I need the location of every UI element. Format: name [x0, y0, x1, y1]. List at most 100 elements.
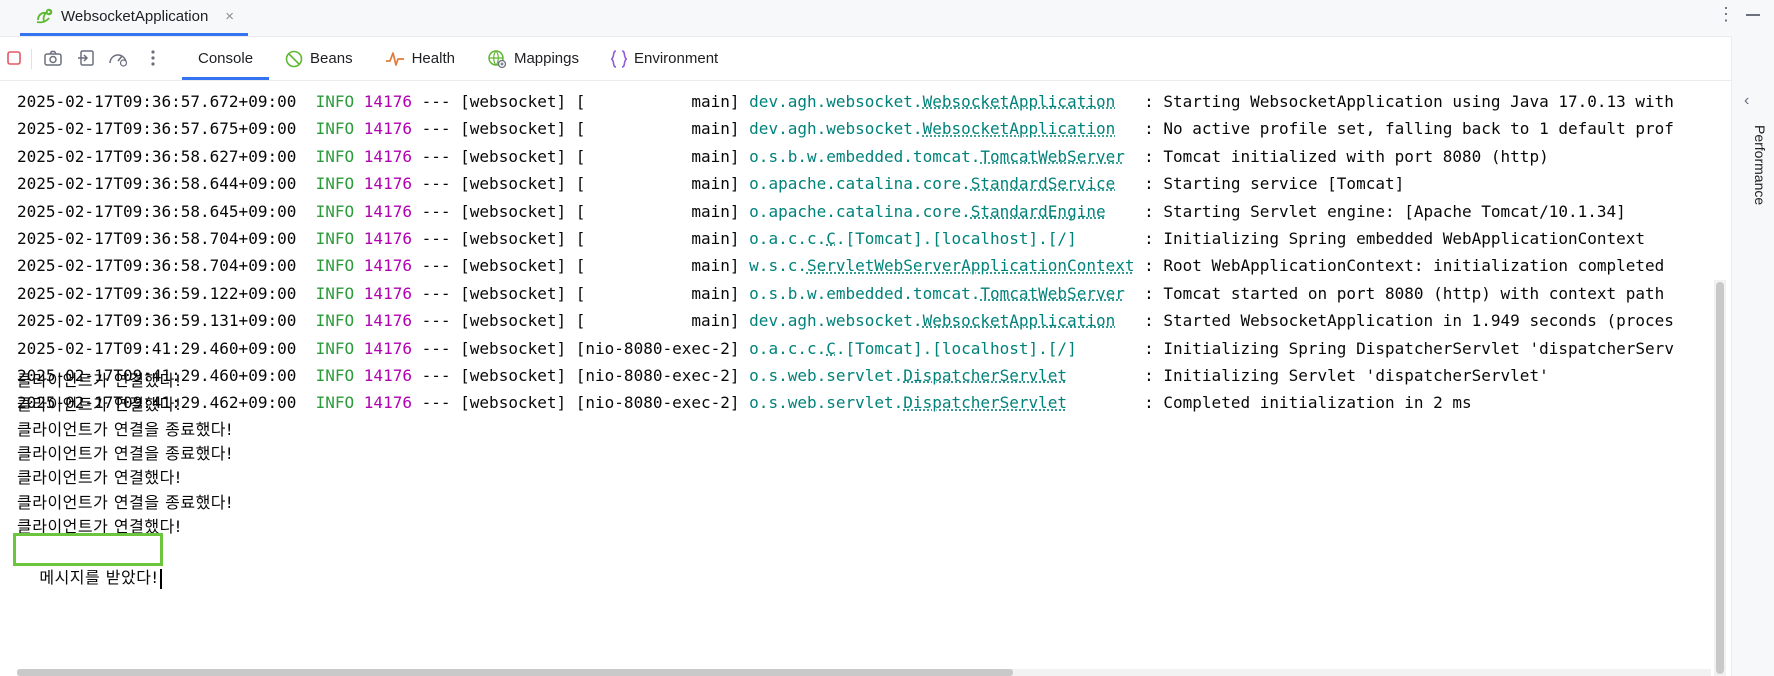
log-app-name: [websocket]	[460, 256, 567, 276]
restore-layout-icon[interactable]	[76, 47, 98, 69]
logger-package: o.s.web.servlet.	[749, 393, 904, 413]
log-app-name: [websocket]	[460, 174, 567, 194]
more-actions-icon[interactable]	[142, 47, 164, 69]
environment-icon	[611, 49, 627, 68]
logger-package: dev.agh.websocket.	[749, 119, 923, 139]
log-timestamp: 2025-02-17T09:41:29.460+09:00	[17, 338, 297, 358]
horizontal-scrollbar-thumb[interactable]	[17, 669, 1013, 676]
logger-class-link[interactable]: DispatcherServlet	[903, 366, 1068, 385]
log-logger[interactable]: o.a.c.c.C.[Tomcat].[localhost].[/]	[749, 229, 1077, 248]
log-level: INFO	[315, 201, 355, 221]
log-thread: [ main]	[575, 119, 740, 139]
logger-package: dev.agh.websocket.	[749, 311, 923, 331]
log-level: INFO	[315, 393, 355, 413]
log-timestamp: 2025-02-17T09:36:58.704+09:00	[17, 256, 297, 276]
stop-icon[interactable]	[3, 47, 25, 69]
run-tab-websocket-application[interactable]: WebsocketApplication ×	[20, 0, 248, 36]
log-logger[interactable]: o.s.web.servlet.DispatcherServlet	[749, 366, 1067, 385]
input-highlight-box	[13, 533, 163, 567]
logger-class-link[interactable]: C	[826, 338, 836, 358]
logger-package: o.apache.catalina.core.	[749, 201, 971, 221]
logger-class-link[interactable]: TomcatWebServer	[980, 283, 1125, 303]
logger-padding	[1125, 147, 1144, 166]
tab-console[interactable]: Console	[182, 37, 270, 80]
logger-class-link[interactable]: WebsocketApplication	[922, 119, 1116, 139]
program-output-line: 클라이언트가 연결을 종료했다!	[17, 443, 233, 463]
logger-package: o.a.c.c.	[749, 229, 827, 248]
log-line: 2025-02-17T09:36:58.644+09:00 INFO 14176…	[17, 170, 1404, 197]
log-thread: [nio-8080-exec-2]	[575, 366, 740, 385]
logger-class-link[interactable]: DispatcherServlet	[903, 393, 1068, 413]
camera-icon[interactable]	[42, 47, 64, 69]
logger-suffix: .[Tomcat].[localhost].[/]	[835, 338, 1077, 358]
performance-side-tab[interactable]: Performance	[1752, 125, 1768, 206]
log-thread: [ main]	[575, 146, 740, 166]
log-pid: 14176	[363, 229, 412, 248]
console-toolbar: Console Beans Health Mappings Environmen…	[0, 37, 1774, 81]
log-logger[interactable]: o.s.b.w.embedded.tomcat.TomcatWebServer	[749, 284, 1125, 303]
log-logger[interactable]: dev.agh.websocket.WebsocketApplication	[749, 92, 1115, 111]
logger-padding	[1077, 339, 1144, 358]
logger-class-link[interactable]: ServletWebServerApplicationContext	[806, 256, 1135, 276]
console-input-value[interactable]: 메시지를 받았다!	[39, 568, 159, 588]
log-separator: ---	[421, 229, 451, 248]
console-input-line[interactable]: 메시지를 받았다!	[17, 537, 163, 589]
logger-padding	[1077, 229, 1144, 248]
log-line: 2025-02-17T09:36:58.645+09:00 INFO 14176…	[17, 198, 1626, 225]
health-icon	[385, 51, 404, 66]
log-logger[interactable]: dev.agh.websocket.WebsocketApplication	[749, 119, 1115, 138]
tab-mappings[interactable]: Mappings	[471, 37, 595, 80]
log-logger[interactable]: o.s.b.w.embedded.tomcat.TomcatWebServer	[749, 147, 1125, 166]
log-separator: ---	[421, 366, 451, 385]
log-timestamp: 2025-02-17T09:41:29.462+09:00	[17, 393, 297, 413]
log-separator: ---	[421, 201, 451, 221]
tab-beans[interactable]: Beans	[269, 37, 369, 80]
tab-mappings-label: Mappings	[513, 50, 579, 67]
logger-class-link[interactable]: C	[826, 229, 836, 248]
log-separator: ---	[421, 256, 451, 276]
logger-padding	[1125, 284, 1144, 303]
close-icon[interactable]: ×	[225, 8, 234, 25]
logger-class-link[interactable]: WebsocketApplication	[922, 92, 1116, 111]
log-thread: [ main]	[575, 283, 740, 303]
log-logger[interactable]: w.s.c.ServletWebServerApplicationContext	[749, 256, 1134, 275]
log-logger[interactable]: o.a.c.c.C.[Tomcat].[localhost].[/]	[749, 339, 1077, 358]
log-timestamp: 2025-02-17T09:36:59.131+09:00	[17, 311, 297, 331]
console-output[interactable]: 2025-02-17T09:36:57.672+09:00 INFO 14176…	[0, 81, 1715, 671]
log-logger[interactable]: o.s.web.servlet.DispatcherServlet	[749, 393, 1067, 412]
tab-health[interactable]: Health	[369, 37, 471, 80]
tab-environment[interactable]: Environment	[595, 37, 734, 80]
log-separator: ---	[421, 92, 451, 111]
log-message: : No active profile set, falling back to…	[1144, 119, 1674, 139]
minimize-icon[interactable]	[1746, 14, 1760, 16]
console-tabs: Console Beans Health Mappings Environmen…	[182, 37, 734, 80]
run-tool-window-header: WebsocketApplication × ⋮	[0, 0, 1774, 37]
log-logger[interactable]: o.apache.catalina.core.StandardEngine	[749, 202, 1105, 221]
log-pid: 14176	[363, 174, 412, 194]
logger-class-link[interactable]: StandardEngine	[970, 201, 1106, 221]
log-pid: 14176	[363, 393, 412, 413]
logger-class-link[interactable]: StandardService	[970, 174, 1116, 194]
vertical-scrollbar-thumb[interactable]	[1716, 282, 1724, 674]
logger-class-link[interactable]: WebsocketApplication	[922, 311, 1116, 331]
logger-package: o.s.web.servlet.	[749, 366, 904, 385]
log-thread: [ main]	[575, 92, 740, 111]
log-logger[interactable]: o.apache.catalina.core.StandardService	[749, 174, 1115, 193]
log-level: INFO	[315, 256, 355, 276]
chevron-left-icon[interactable]: ‹	[1744, 92, 1750, 109]
logger-class-link[interactable]: TomcatWebServer	[980, 146, 1125, 166]
log-pid: 14176	[363, 119, 412, 139]
tab-environment-label: Environment	[634, 50, 719, 67]
log-separator: ---	[421, 174, 451, 194]
tab-health-label: Health	[411, 50, 455, 67]
log-line: 2025-02-17T09:36:59.131+09:00 INFO 14176…	[17, 307, 1674, 334]
more-options-icon[interactable]: ⋮	[1717, 4, 1735, 24]
program-output-line: 클라이언트가 연결을 종료했다!	[17, 419, 233, 439]
log-level: INFO	[315, 366, 355, 385]
log-logger[interactable]: dev.agh.websocket.WebsocketApplication	[749, 311, 1115, 330]
log-timestamp: 2025-02-17T09:36:58.644+09:00	[17, 174, 297, 194]
log-line: 2025-02-17T09:41:29.460+09:00 INFO 14176…	[17, 335, 1674, 362]
log-message: : Starting service [Tomcat]	[1144, 174, 1405, 194]
speedometer-icon[interactable]	[107, 47, 129, 69]
logger-package: w.s.c.	[749, 256, 807, 276]
